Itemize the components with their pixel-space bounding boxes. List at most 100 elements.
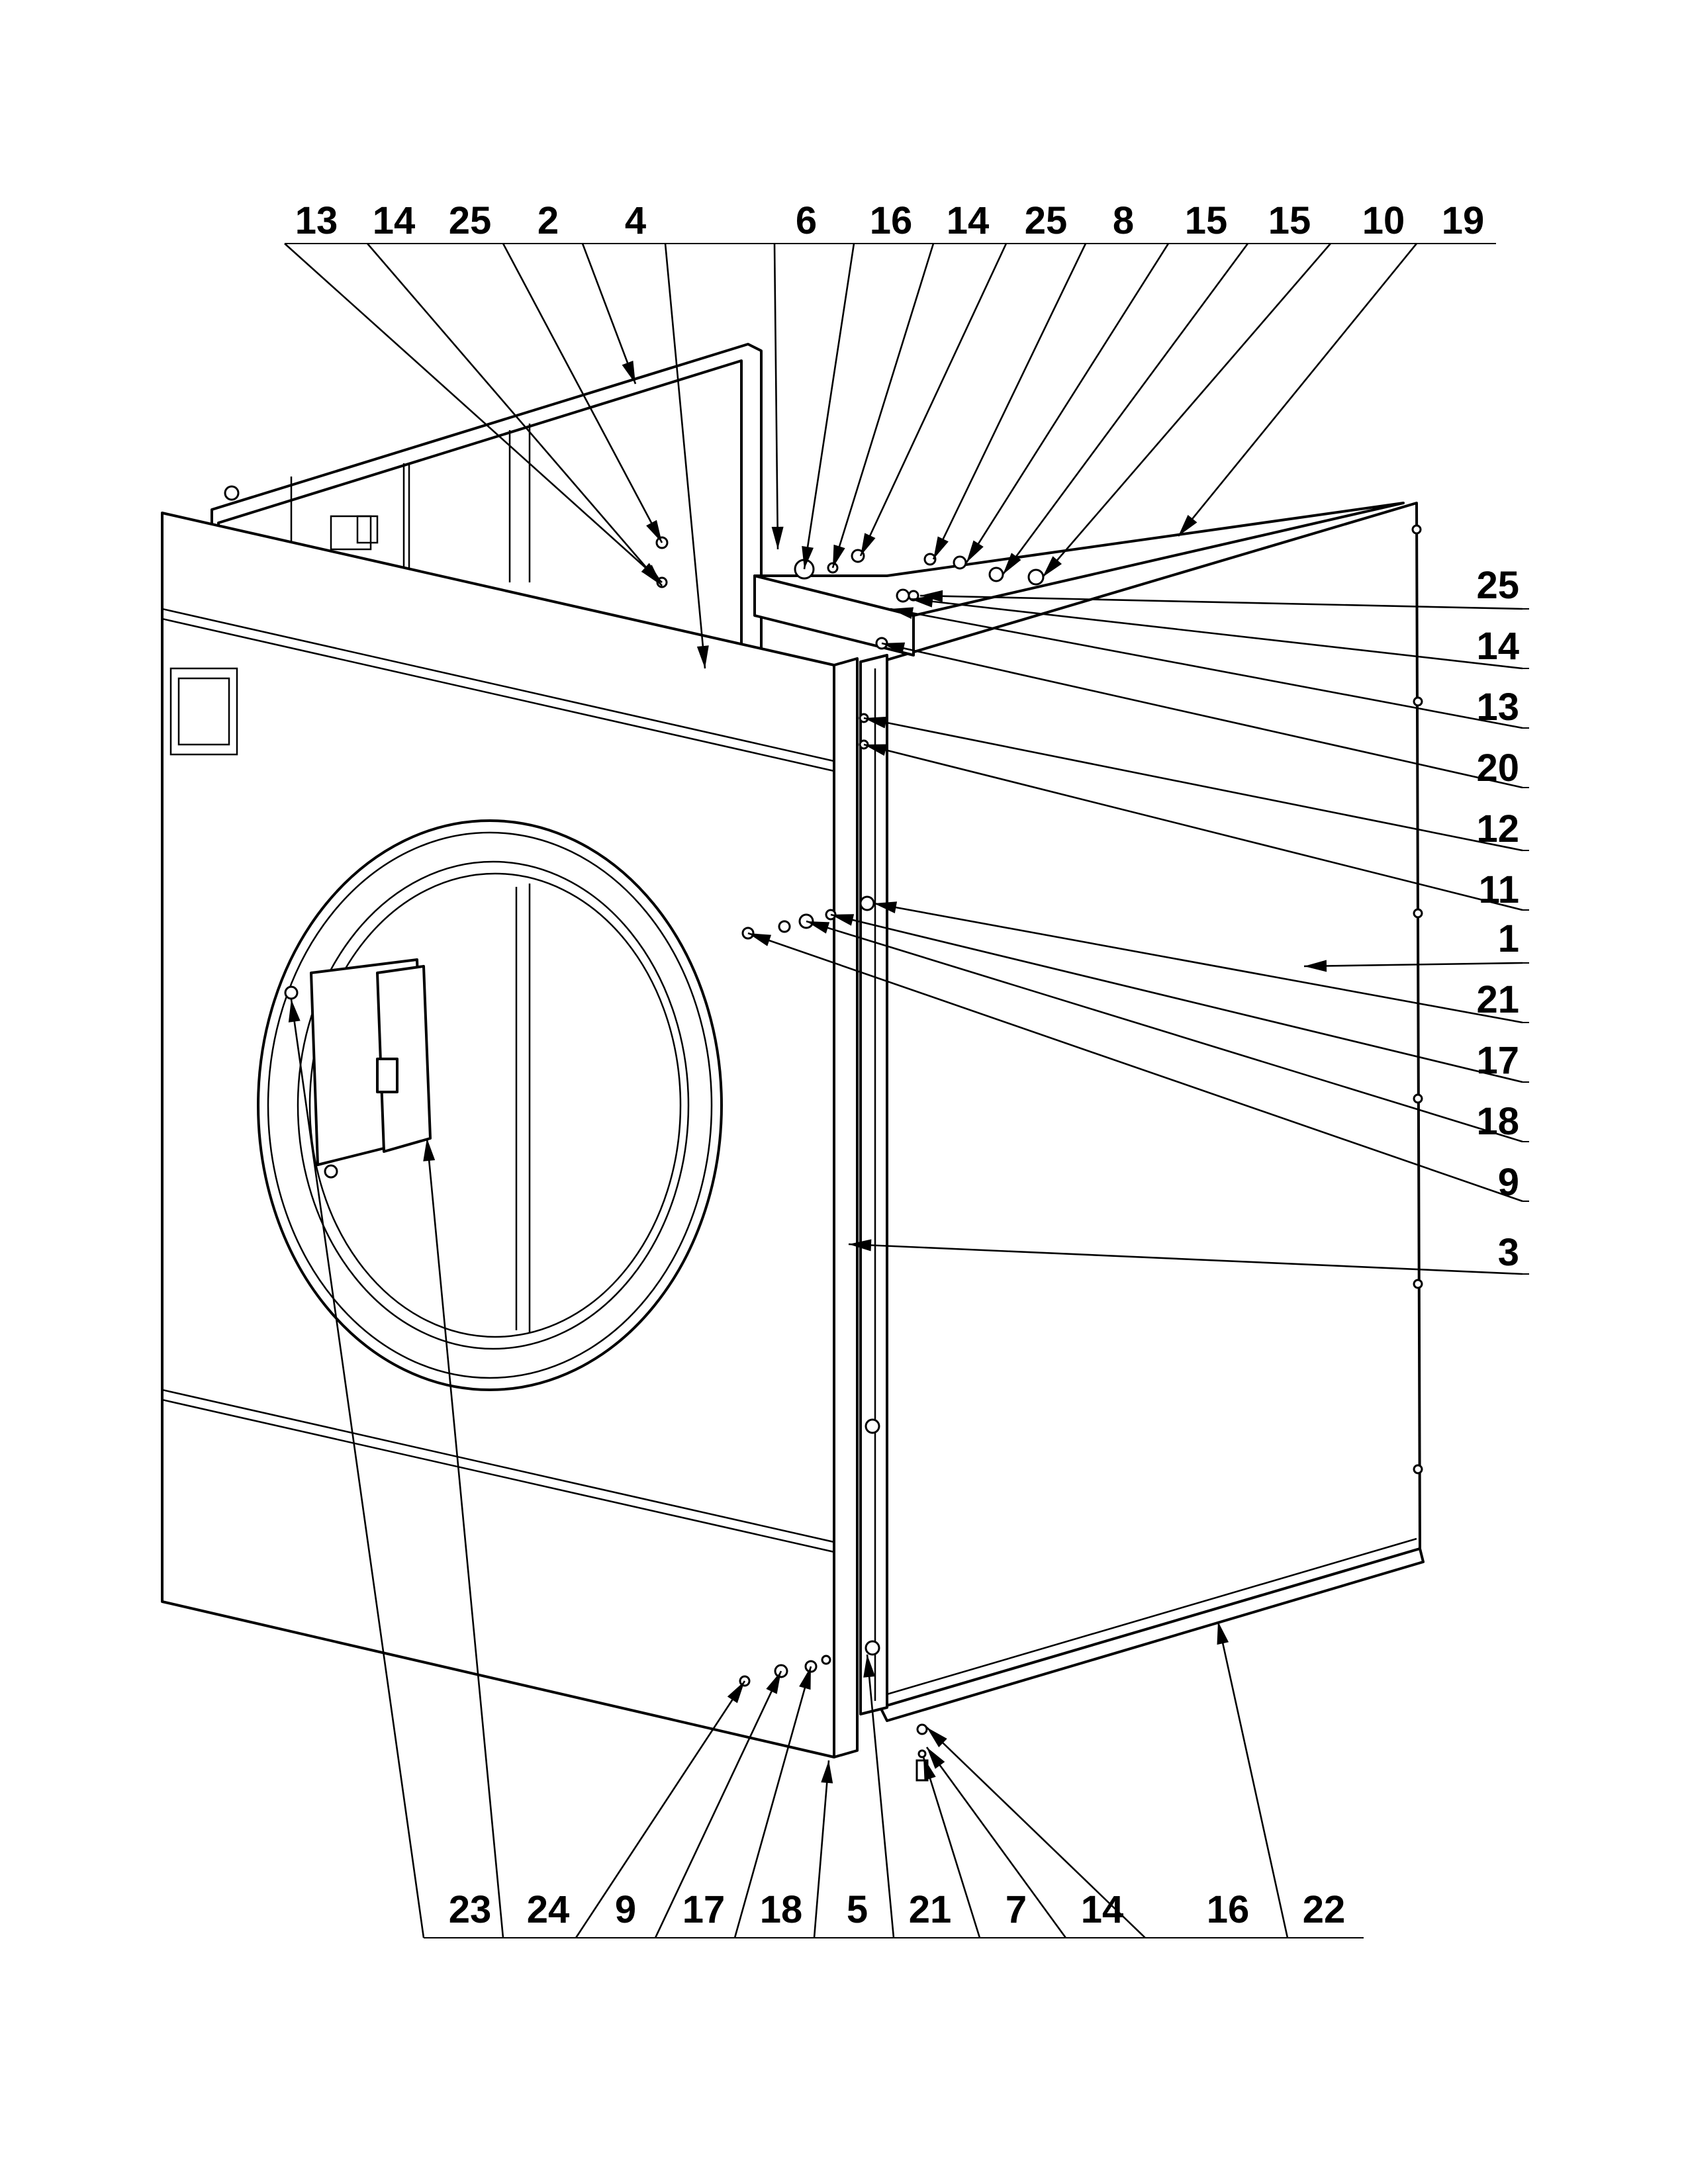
leader-arrowhead xyxy=(864,744,888,756)
leader-line xyxy=(664,243,706,669)
callout-7: 7 xyxy=(1006,1888,1027,1931)
leader-arrowhead xyxy=(1003,553,1021,574)
leader-arrowhead xyxy=(806,921,830,934)
leader-line xyxy=(926,1727,1146,1938)
leader-line xyxy=(1217,1621,1289,1938)
leader-line xyxy=(284,243,663,583)
leader-arrowhead xyxy=(1178,514,1197,536)
leader-arrowhead xyxy=(966,540,984,563)
leader-line xyxy=(654,1670,782,1938)
leader-arrowhead xyxy=(423,1138,436,1161)
leader-line xyxy=(733,1666,812,1938)
leader-arrowhead xyxy=(1304,960,1327,972)
leader-arrowhead xyxy=(771,526,784,549)
leader-arrowhead xyxy=(890,607,914,619)
door-opening xyxy=(257,819,723,1391)
leader-arrowhead xyxy=(882,642,906,655)
callout-19: 19 xyxy=(1442,199,1485,242)
leader-arrowhead xyxy=(727,1681,745,1704)
callout-5: 5 xyxy=(847,1888,868,1931)
callout-22: 22 xyxy=(1303,1888,1346,1931)
side-channel xyxy=(859,654,888,1715)
leader-line xyxy=(863,717,1523,852)
leader-line xyxy=(747,932,1523,1203)
leader-arrowhead xyxy=(622,361,635,384)
leader-line xyxy=(803,243,855,570)
callout-1: 1 xyxy=(1498,917,1519,960)
top-callouts: 13 14 25 2 4 6 16 14 25 8 15 15 10 19 xyxy=(285,199,1496,244)
leader-line xyxy=(502,243,663,543)
right-side-panel xyxy=(879,502,1425,1722)
leader-arrowhead xyxy=(642,565,662,586)
leader-line xyxy=(1042,243,1331,578)
leader-arrowhead xyxy=(288,999,301,1023)
leader-arrowhead xyxy=(874,901,898,913)
leader-line xyxy=(831,243,935,569)
leader-line xyxy=(925,1747,1067,1938)
callout-16-top: 16 xyxy=(870,199,913,242)
leader-arrowhead xyxy=(1217,1621,1229,1645)
leader-line xyxy=(965,243,1170,563)
leader-line xyxy=(848,1243,1523,1275)
leader-line xyxy=(773,243,779,550)
callout-2: 2 xyxy=(538,199,559,242)
top-rear-panel xyxy=(753,502,1405,657)
callout-11: 11 xyxy=(1479,868,1519,911)
callout-13-right: 13 xyxy=(1476,686,1519,729)
leader-arrowhead xyxy=(696,645,709,668)
callout-17-right: 17 xyxy=(1476,1039,1519,1082)
leader-arrowhead xyxy=(849,1239,872,1251)
callout-18-right: 18 xyxy=(1476,1100,1519,1143)
leader-line xyxy=(890,608,1523,729)
leader-line xyxy=(813,1760,830,1938)
callout-24: 24 xyxy=(527,1888,570,1931)
leader-arrowhead xyxy=(802,546,814,569)
callout-14-bottom: 14 xyxy=(1081,1888,1124,1931)
callout-4: 4 xyxy=(625,199,646,242)
leader-line xyxy=(919,594,1523,610)
leader-line xyxy=(1303,962,1523,968)
leader-line xyxy=(1177,243,1418,537)
right-callouts: 25 14 13 20 12 11 1 21 17 18 9 3 xyxy=(1476,564,1519,1274)
leader-arrowhead xyxy=(861,533,876,556)
callout-14-right: 14 xyxy=(1476,625,1519,668)
callout-3: 3 xyxy=(1498,1231,1519,1274)
leader-line xyxy=(873,902,1523,1024)
leader-line xyxy=(866,1654,895,1938)
callout-15-b: 15 xyxy=(1268,199,1311,242)
leader-arrowhead xyxy=(748,933,772,946)
callout-21-bottom: 21 xyxy=(909,1888,952,1931)
leader-arrowhead xyxy=(864,716,888,729)
callout-20: 20 xyxy=(1476,747,1519,790)
bottom-callouts: 23 24 9 17 18 5 21 7 14 16 22 xyxy=(424,1888,1364,1938)
callout-10: 10 xyxy=(1362,199,1405,242)
leader-line xyxy=(806,920,1523,1143)
callout-23: 23 xyxy=(449,1888,492,1931)
leader-arrowhead xyxy=(923,1757,936,1781)
callout-16-bottom: 16 xyxy=(1207,1888,1250,1931)
leader-line xyxy=(859,243,1008,557)
leader-arrowhead xyxy=(927,1747,945,1769)
leader-arrowhead xyxy=(927,1727,947,1748)
leader-arrowhead xyxy=(831,914,855,926)
callout-18-bottom: 18 xyxy=(760,1888,803,1931)
leader-arrowhead xyxy=(833,544,845,568)
leader-arrowhead xyxy=(910,595,933,608)
callout-6: 6 xyxy=(796,199,817,242)
callout-14-top: 14 xyxy=(373,199,416,242)
callout-12: 12 xyxy=(1476,807,1519,850)
callout-25-top-right: 25 xyxy=(1025,199,1068,242)
leader-line xyxy=(575,1680,746,1938)
leader-line xyxy=(881,642,1523,789)
callout-17-bottom: 17 xyxy=(682,1888,726,1931)
callout-9-bottom: 9 xyxy=(615,1888,636,1931)
callout-25-right: 25 xyxy=(1476,564,1519,607)
leader-arrowhead xyxy=(646,520,662,543)
callout-9-right: 9 xyxy=(1498,1161,1519,1204)
leader-line xyxy=(922,1756,981,1938)
callout-15-a: 15 xyxy=(1185,199,1228,242)
leader-arrowhead xyxy=(863,1655,876,1678)
callout-14-top-right: 14 xyxy=(947,199,990,242)
leader-arrowhead xyxy=(766,1671,781,1694)
